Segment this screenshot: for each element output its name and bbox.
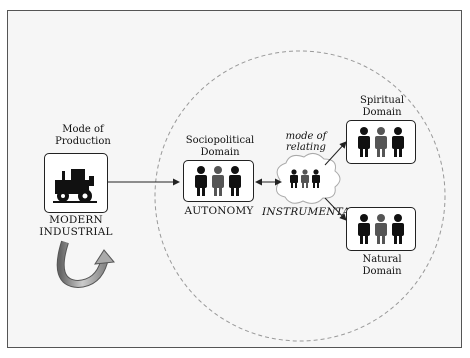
boundary-circle xyxy=(154,50,446,342)
spiritual-title-line1: Spiritual xyxy=(359,95,405,106)
natural-box xyxy=(346,207,416,251)
production-title-line2: Production xyxy=(55,136,111,147)
arrow-relating-to-spiritual xyxy=(324,141,347,166)
relating-people-icon xyxy=(290,169,320,188)
people-icon xyxy=(195,166,241,196)
arrow-relating-to-natural xyxy=(324,197,347,221)
sociopolitical-title: Sociopolitical Domain xyxy=(178,135,262,159)
production-label-line1: MODERN xyxy=(49,214,103,226)
spiritual-box xyxy=(346,120,416,164)
production-title: Mode of Production xyxy=(48,124,118,148)
production-title-line1: Mode of xyxy=(62,124,104,135)
spiritual-title: Spiritual Domain xyxy=(352,95,412,119)
natural-title-line2: Domain xyxy=(362,266,402,277)
spiritual-title-line2: Domain xyxy=(362,107,402,118)
production-label: MODERN INDUSTRIAL xyxy=(38,214,114,238)
sociopolitical-title-line2: Domain xyxy=(200,147,240,158)
relating-title-line2: relating xyxy=(286,142,326,153)
relating-title-line1: mode of xyxy=(285,131,327,142)
natural-title: Natural Domain xyxy=(352,254,412,278)
cycle-arrow xyxy=(57,241,107,288)
tractor-icon xyxy=(53,169,97,203)
cycle-arrow-head xyxy=(94,249,115,265)
sociopolitical-title-line1: Sociopolitical xyxy=(185,135,255,146)
relating-label: INSTRUMENTAL xyxy=(262,206,358,218)
people-icon xyxy=(358,214,404,244)
sociopolitical-label: AUTONOMY xyxy=(184,205,254,217)
natural-title-line1: Natural xyxy=(362,254,402,265)
sociopolitical-box xyxy=(183,160,254,202)
production-label-line2: INDUSTRIAL xyxy=(39,226,113,238)
people-icon xyxy=(358,127,404,157)
relating-title: mode of relating xyxy=(281,131,331,153)
production-box xyxy=(44,153,108,213)
